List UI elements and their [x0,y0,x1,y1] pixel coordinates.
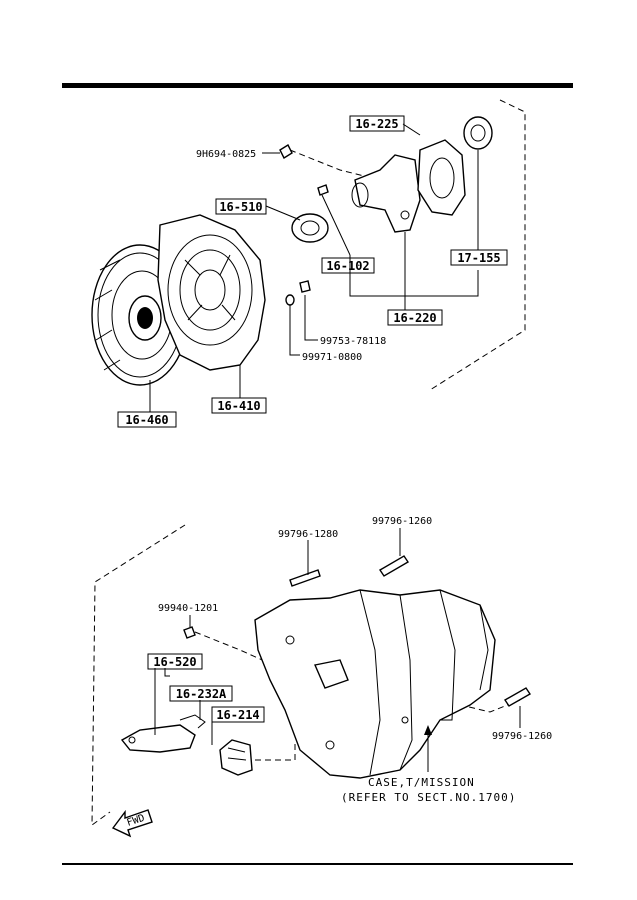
washer-icon [285,294,295,306]
part-number-99796-1260-top: 99796-1260 [372,516,432,527]
oil-seal [463,116,493,150]
bottom-rule [62,863,573,865]
gasket [417,139,466,216]
part-label-16-214: 16-214 [211,706,265,723]
svg-text:16-520: 16-520 [153,655,196,669]
part-number-99796-1260-right: 99796-1260 [492,731,552,742]
svg-text:16-460: 16-460 [125,413,168,427]
bolt-icon [379,555,409,577]
part-number-99753-78118: 99753-78118 [320,336,386,347]
part-number-99940-1201: 99940-1201 [158,603,218,614]
svg-text:16-214: 16-214 [216,708,259,722]
svg-text:16-510: 16-510 [219,200,262,214]
part-label-16-520: 16-520 [147,653,203,670]
bolt-icon [289,569,321,587]
part-label-16-102: 16-102 [321,257,375,274]
pressure-plate [157,214,266,371]
release-fork [120,724,196,753]
bolt-icon [279,143,293,160]
part-label-16-225: 16-225 [349,115,405,132]
svg-text:16-102: 16-102 [326,259,369,273]
caption-transmission-case: CASE,T/MISSION [368,776,475,789]
part-label-16-510: 16-510 [215,198,267,215]
part-label-16-460: 16-460 [117,411,177,428]
spring-clip [179,714,206,729]
part-number-9h694-0825: 9H694-0825 [196,149,256,160]
nut-icon [183,626,196,639]
bolt-icon [299,280,311,293]
part-label-16-232a: 16-232A [169,685,233,702]
svg-text:16-232A: 16-232A [176,687,227,701]
top-rule [62,83,573,88]
release-fork-boot [219,739,253,776]
upper-dashed-outline [429,99,526,391]
lower-dashed-outline [91,524,186,826]
caption-refer-section: (REFER TO SECT.NO.1700) [341,791,516,804]
fwd-arrow-icon: FWD [111,809,153,838]
part-number-99796-1280: 99796-1280 [278,529,338,540]
part-label-16-410: 16-410 [211,397,267,414]
svg-text:FWD: FWD [126,813,147,829]
svg-text:17-155: 17-155 [457,251,500,265]
part-number-99971-0800: 99971-0800 [302,352,362,363]
bolt-icon [317,184,329,196]
svg-text:16-220: 16-220 [393,311,436,325]
svg-text:16-410: 16-410 [217,399,260,413]
clutch-release-collar [351,154,421,233]
svg-text:16-225: 16-225 [355,117,398,131]
part-label-17-155: 17-155 [450,249,508,266]
part-label-16-220: 16-220 [387,309,443,326]
release-bearing [291,213,329,243]
transmission-case [254,589,496,779]
bolt-icon [504,687,531,707]
